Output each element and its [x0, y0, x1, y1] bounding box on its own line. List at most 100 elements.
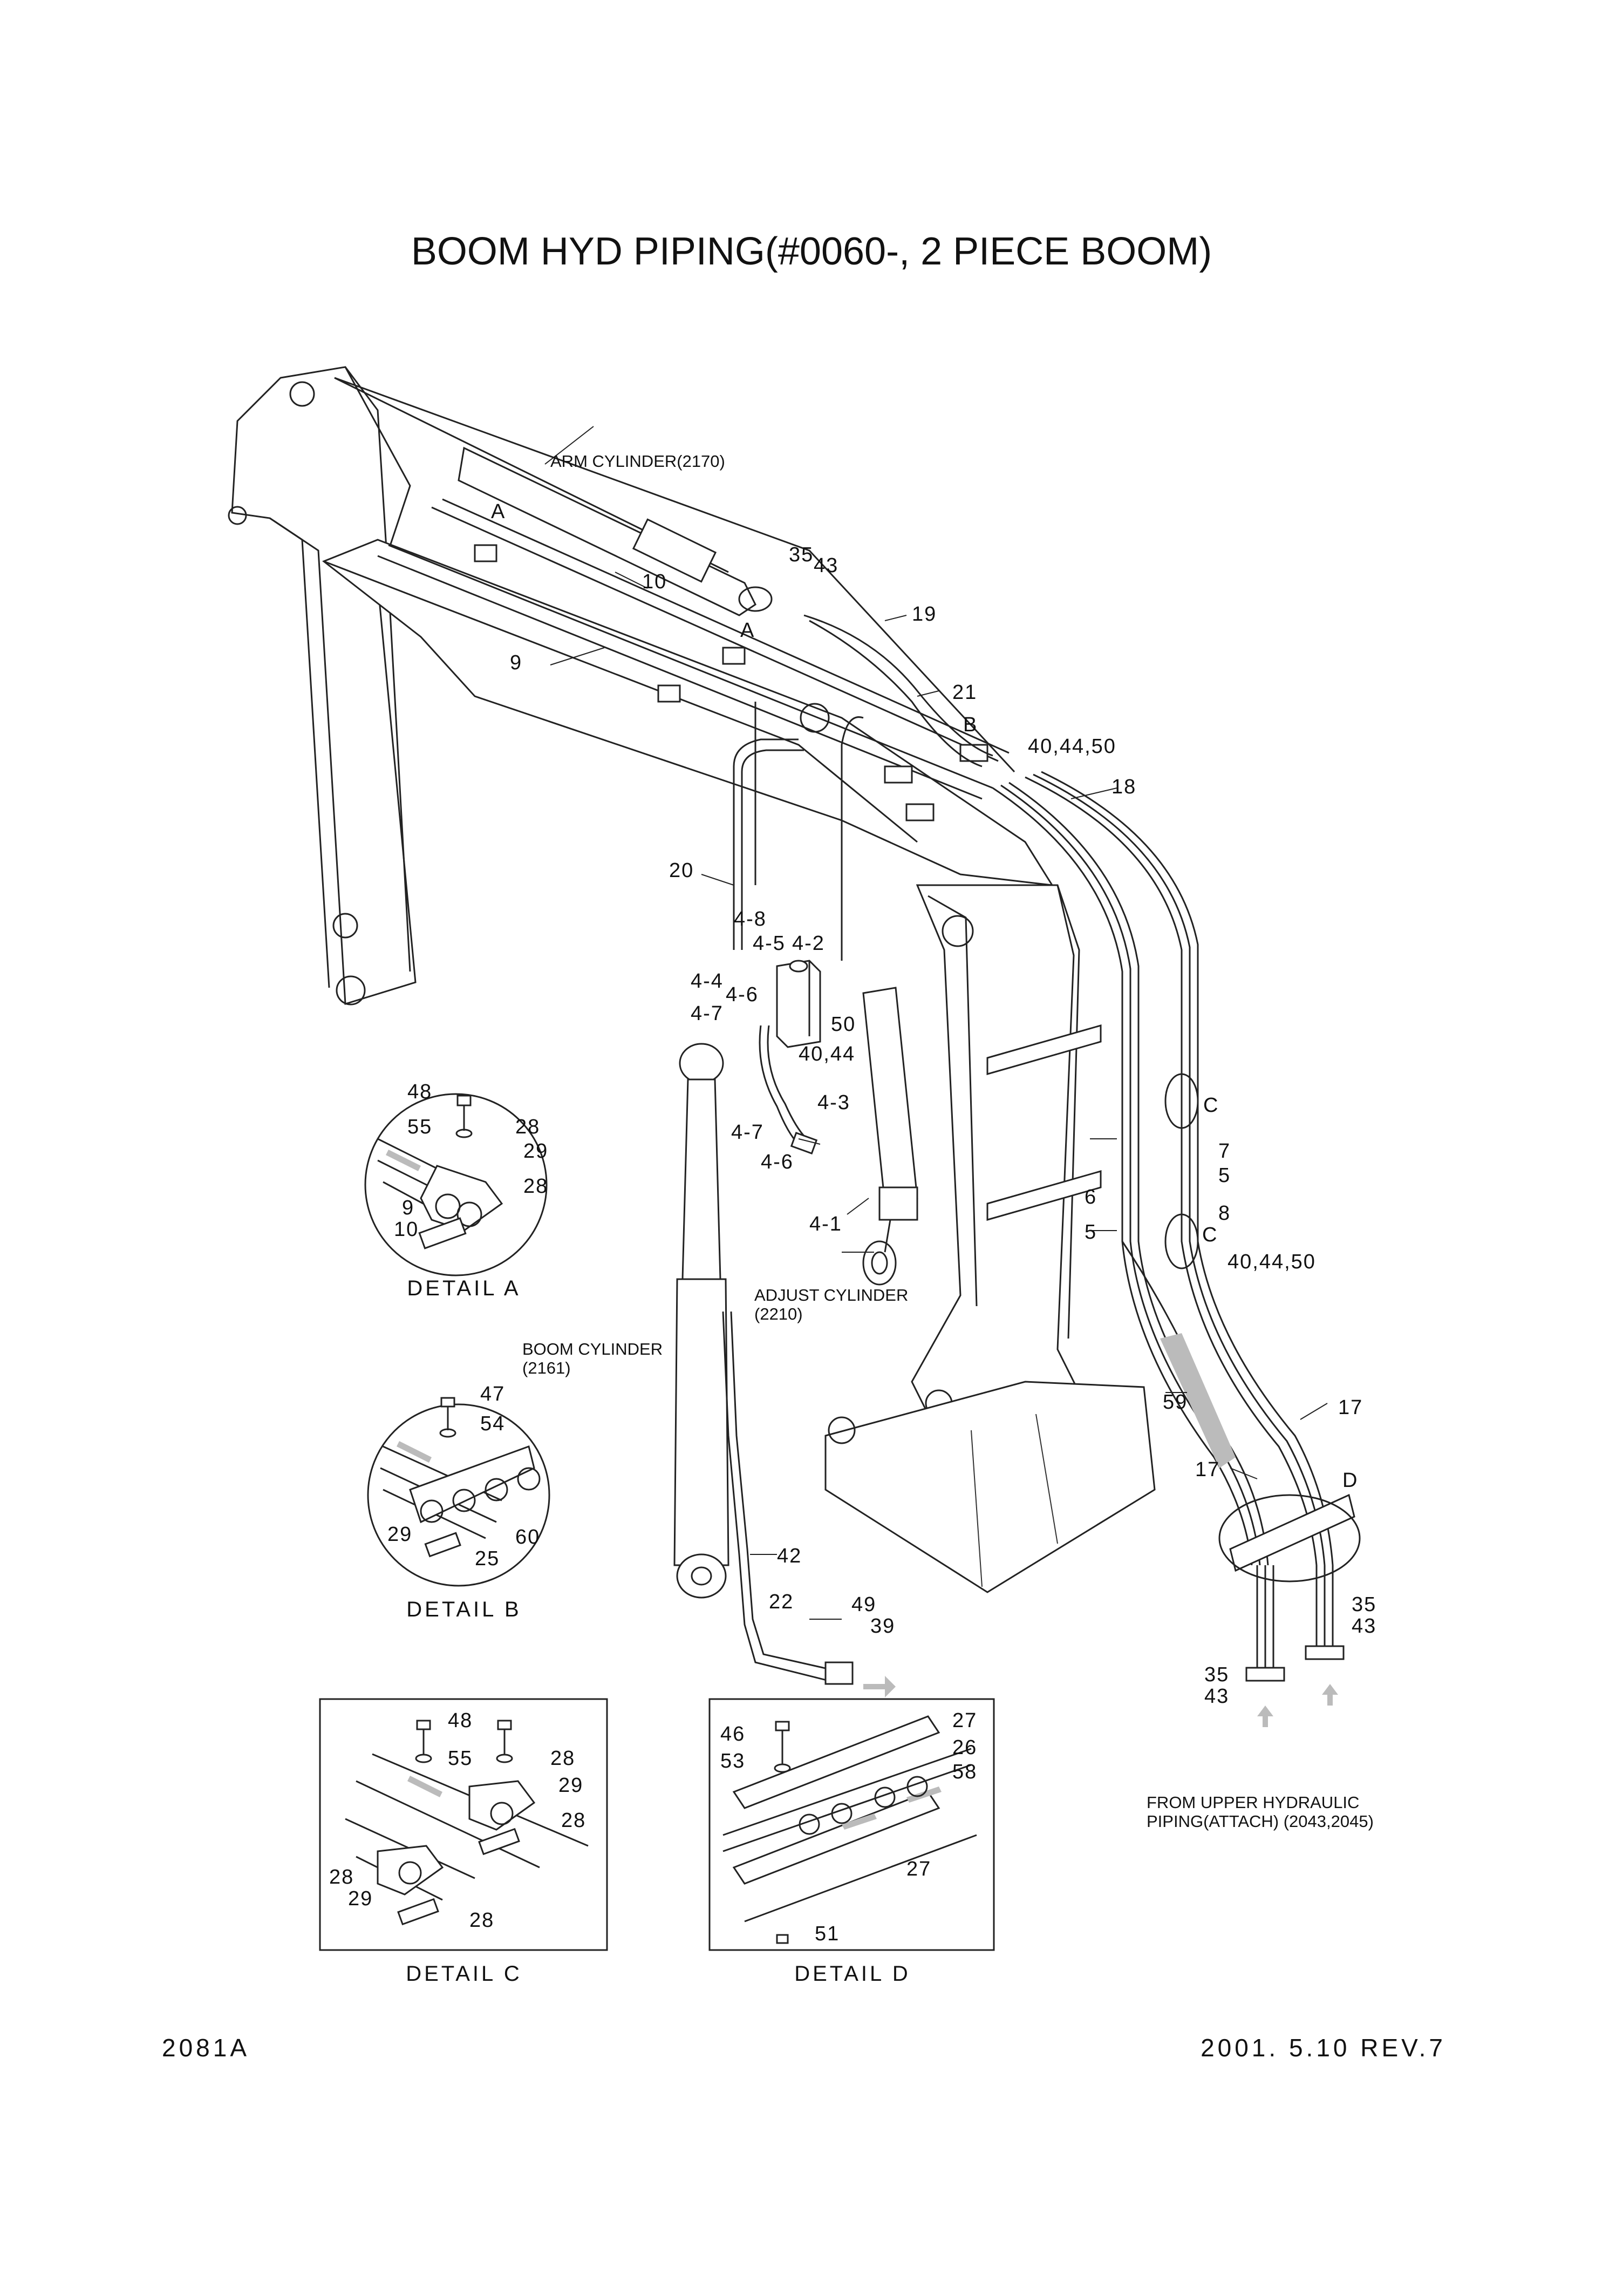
detail-b-view [367, 1397, 550, 1587]
callout: 21 [952, 681, 977, 704]
callout: 29 [558, 1774, 583, 1797]
from-upper-note: FROM UPPER HYDRAULIC [1147, 1793, 1359, 1812]
callout: 28 [515, 1116, 540, 1138]
leader-lines [544, 426, 1328, 1620]
callout: 4-8 [734, 908, 767, 930]
from-upper-note-ref: PIPING(ATTACH) (2043,2045) [1147, 1812, 1374, 1831]
callout: 49 [851, 1593, 876, 1616]
pipe-bundle-right [992, 771, 1334, 1566]
callout: 29 [523, 1140, 548, 1163]
callout: 50 [831, 1013, 856, 1036]
callout: 29 [387, 1523, 412, 1546]
callout: 6 [1085, 1186, 1097, 1208]
callout: 4-6 [726, 983, 759, 1006]
callout: 39 [870, 1615, 895, 1638]
detail-c-view [319, 1698, 608, 1951]
callout: 19 [912, 603, 937, 626]
bundle-clamp-bars [986, 1024, 1361, 1582]
callout-labels: A A 35 43 10 19 9 21 B 40,44,50 18 20 4-… [329, 500, 1376, 1945]
callout: 10 [642, 570, 667, 593]
footer: 2081A 2001. 5.10 REV.7 [162, 2034, 1446, 2062]
callout: 29 [348, 1887, 373, 1910]
detail-d-caption: DETAIL D [794, 1962, 911, 1986]
hoses-19-20-21 [733, 614, 993, 961]
callout: 28 [469, 1909, 494, 1932]
arm-cylinder [334, 377, 773, 616]
callout: 28 [329, 1866, 354, 1889]
notes: ARM CYLINDER(2170) ADJUST CYLINDER (2210… [522, 452, 1374, 1831]
boom-upper-piece [322, 377, 1054, 886]
callout: 4-5 [753, 932, 786, 955]
callout: 53 [720, 1750, 745, 1772]
detail-captions: DETAIL A DETAIL B DETAIL C DETAIL D [406, 1276, 911, 1986]
arm-structure [228, 366, 417, 1006]
callout: D [1342, 1469, 1358, 1492]
callout: 4-7 [731, 1121, 764, 1144]
adjust-cylinder-note: ADJUST CYLINDER [754, 1286, 908, 1305]
callout: 35 [1204, 1663, 1229, 1686]
main-assembly [228, 366, 1361, 1727]
detail-c-caption: DETAIL C [406, 1962, 522, 1986]
adjust-cylinder [862, 987, 918, 1286]
boom-cylinder-note: BOOM CYLINDER [522, 1340, 663, 1358]
callout: 54 [480, 1412, 505, 1435]
detail-a-caption: DETAIL A [407, 1276, 521, 1300]
block-valve [759, 960, 821, 1154]
callout: 18 [1111, 776, 1136, 798]
callout: 4-7 [691, 1002, 724, 1025]
callout: 10 [394, 1218, 419, 1241]
callout: 4-3 [817, 1091, 850, 1114]
callout: A [740, 619, 755, 642]
callout: 51 [815, 1923, 840, 1945]
callout: 40,44 [799, 1043, 855, 1065]
boom-cylinder-note-ref: (2161) [522, 1358, 571, 1377]
callout: 43 [814, 554, 838, 577]
callout: B [963, 714, 978, 736]
callout: C [1202, 1224, 1218, 1246]
callout: A [491, 500, 506, 523]
callout: 47 [480, 1383, 505, 1405]
callout: 60 [515, 1526, 540, 1548]
hose-ends-bottom-right [863, 1565, 1345, 1727]
detail-a-view [364, 1093, 548, 1276]
callout: 43 [1352, 1615, 1376, 1638]
adjust-cylinder-note-ref: (2210) [754, 1305, 803, 1323]
callout: 7 [1218, 1140, 1231, 1163]
callout: 43 [1204, 1685, 1229, 1708]
callout: 8 [1218, 1202, 1231, 1225]
callout: 55 [407, 1116, 432, 1138]
boom-lower-piece [824, 884, 1156, 1593]
callout: 28 [550, 1747, 575, 1770]
page-title: BOOM HYD PIPING(#0060-, 2 PIECE BOOM) [411, 230, 1212, 273]
callout: 4-4 [691, 970, 724, 993]
detail-b-caption: DETAIL B [406, 1598, 521, 1621]
callout: 17 [1195, 1458, 1220, 1481]
callout: 27 [952, 1709, 977, 1732]
callout: 27 [906, 1858, 931, 1880]
arm-cylinder-note: ARM CYLINDER(2170) [550, 452, 725, 471]
revision-date: 2001. 5.10 REV.7 [1201, 2034, 1446, 2062]
callout: 42 [777, 1545, 802, 1567]
callout: 26 [952, 1736, 977, 1759]
callout: 20 [669, 859, 694, 882]
callout: 35 [789, 544, 814, 566]
callout: 59 [1163, 1391, 1188, 1414]
callout: 46 [720, 1723, 745, 1745]
callout: 4-6 [761, 1151, 794, 1173]
detail-d-view [708, 1698, 995, 1951]
callout: 58 [952, 1761, 977, 1783]
steel-pipes-9-10 [377, 498, 1010, 800]
callout: 9 [402, 1197, 414, 1219]
pipe-clamps-boom [474, 544, 988, 821]
callout: 48 [407, 1081, 432, 1103]
callout: 55 [448, 1747, 473, 1770]
callout: 22 [769, 1591, 794, 1613]
callout: 40,44,50 [1028, 735, 1116, 758]
boom-cylinder [673, 1043, 854, 1685]
callout: 4-2 [792, 932, 825, 955]
callout: 17 [1338, 1396, 1363, 1419]
drawing-number: 2081A [162, 2034, 250, 2062]
callout: 40,44,50 [1228, 1251, 1316, 1273]
callout: 48 [448, 1709, 473, 1732]
